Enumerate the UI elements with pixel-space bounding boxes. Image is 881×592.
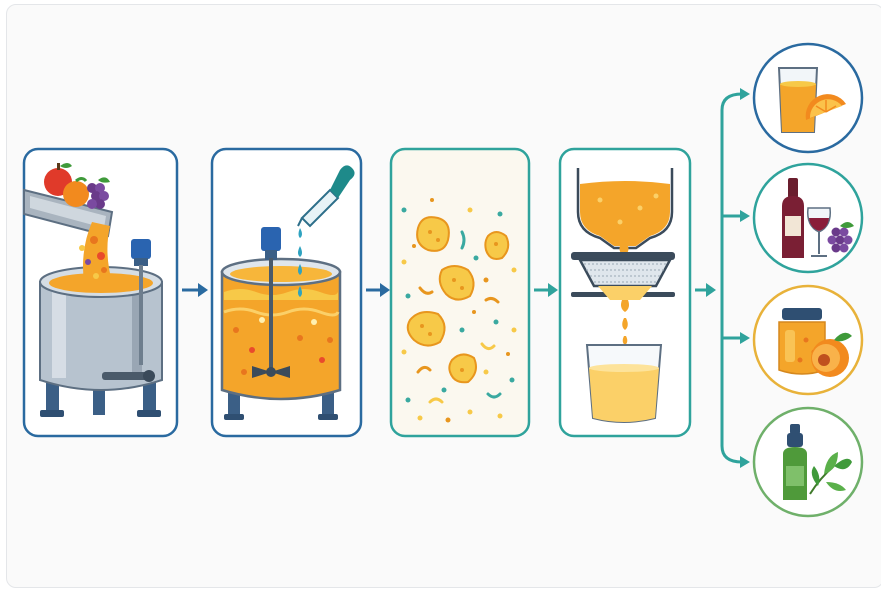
output-extract: [754, 408, 862, 516]
stage-treatment: [212, 149, 361, 436]
branch-connector: [695, 88, 750, 468]
output-wine: [754, 164, 862, 272]
output-jam: [754, 286, 862, 394]
arrow-2: [366, 283, 390, 297]
stage-breakdown: [391, 149, 529, 436]
arrow-1: [182, 283, 208, 297]
arrow-3: [534, 283, 558, 297]
output-juice: [754, 44, 862, 152]
stage-loading: [24, 149, 177, 436]
stage-filtration: [560, 149, 690, 436]
